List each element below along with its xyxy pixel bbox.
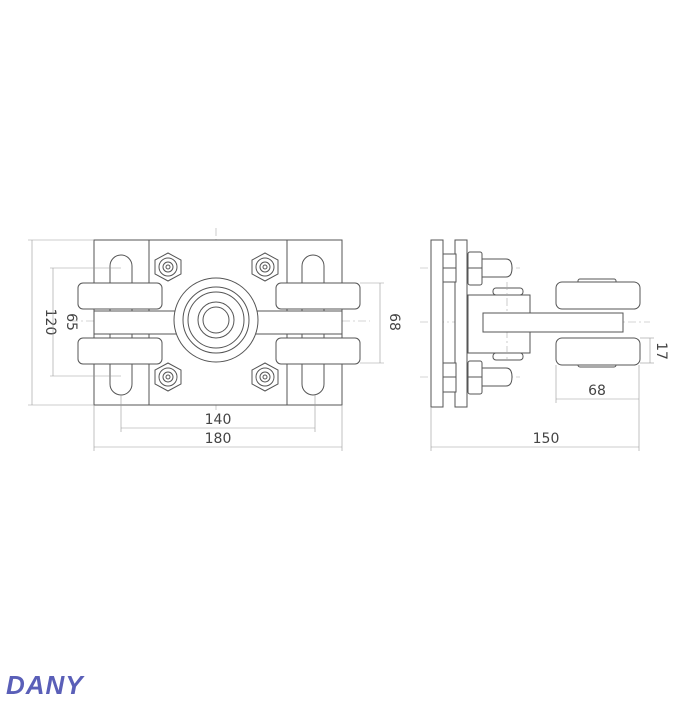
side-wheel-top xyxy=(555,281,641,310)
wheel-left-top xyxy=(77,282,163,310)
dim-height-total: 120 xyxy=(42,309,58,336)
bearing-hub xyxy=(173,277,259,363)
plate-outer xyxy=(430,239,444,408)
plate-inner xyxy=(454,239,468,408)
side-view: 17 68 150 xyxy=(420,239,669,451)
brand-logo: DANY xyxy=(6,670,84,700)
dim-depth-total: 150 xyxy=(533,431,560,447)
dim-wheel-span: 68 xyxy=(386,313,402,331)
wheel-right-top xyxy=(275,282,361,310)
wheel-left-bottom xyxy=(77,337,163,365)
nut-icon xyxy=(154,252,279,392)
dim-wheel-width: 17 xyxy=(653,342,669,360)
wheel-right-bottom xyxy=(275,337,361,365)
side-wheel-bottom xyxy=(555,337,641,366)
front-view: 120 65 68 140 180 xyxy=(28,228,402,451)
dim-width-total: 180 xyxy=(205,431,232,447)
dim-wheel-diameter: 68 xyxy=(588,383,606,399)
arm xyxy=(482,312,624,333)
dim-slot-spacing: 140 xyxy=(205,412,232,428)
dim-slot-span: 65 xyxy=(63,313,79,331)
